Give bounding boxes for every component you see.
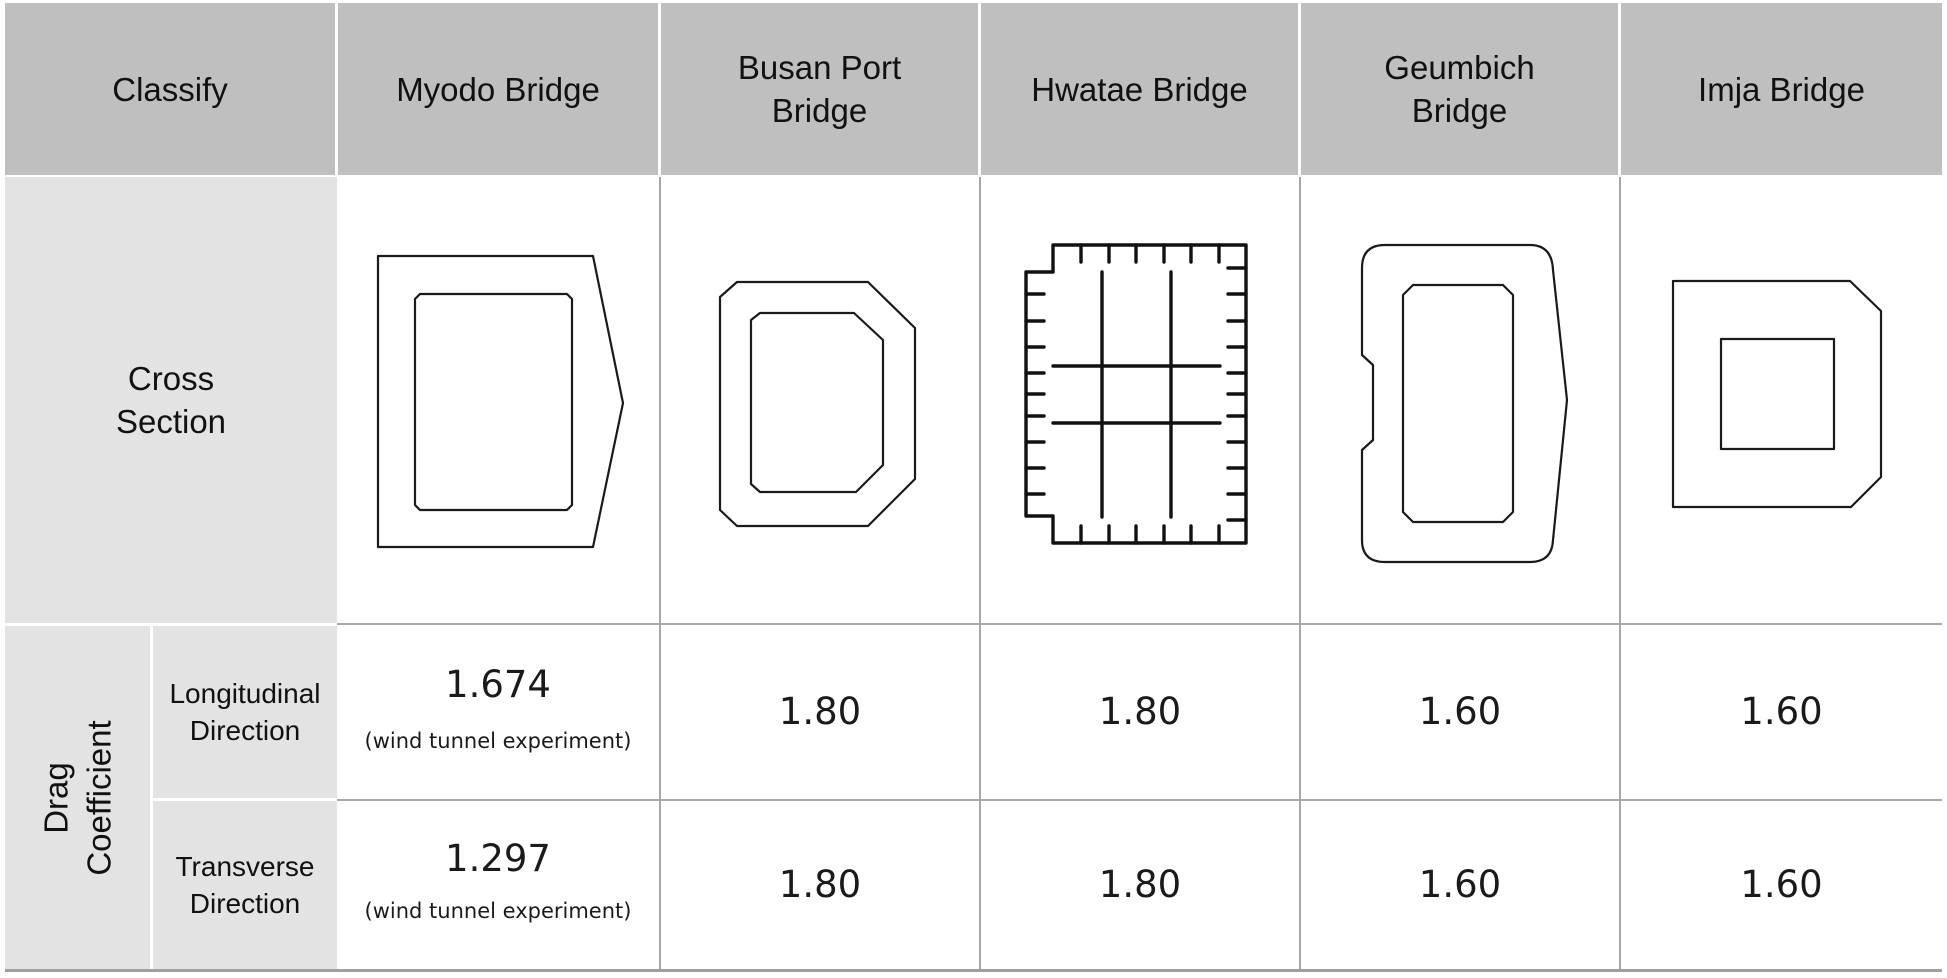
busan-port-cross-section-icon (718, 280, 917, 528)
transverse-geumbich-value: 1.60 (1418, 863, 1502, 906)
transverse-myodo-value: 1.297 (445, 837, 551, 880)
longitudinal-hwatae-cell: 1.80 (981, 625, 1299, 799)
grid-hline-longitudinal-bottom (337, 799, 1942, 801)
transverse-myodo-note: (wind tunnel experiment) (364, 899, 632, 923)
header-myodo-bridge: Myodo Bridge (338, 3, 658, 175)
header-busan-label-line2: Bridge (771, 92, 868, 129)
grid-vline-4 (1619, 177, 1621, 971)
transverse-geumbich-cell: 1.60 (1301, 801, 1619, 969)
label-transverse-direction: Transverse Direction (153, 801, 337, 969)
header-imja-bridge: Imja Bridge (1621, 3, 1942, 175)
label-longitudinal-direction: Longitudinal Direction (153, 626, 337, 798)
header-classify-label: Classify (112, 70, 228, 108)
transverse-myodo-cell: 1.297 (wind tunnel experiment) (337, 801, 659, 969)
header-geumbich-label-line2: Bridge (1411, 92, 1508, 129)
longitudinal-geumbich-value: 1.60 (1418, 690, 1502, 733)
transverse-hwatae-cell: 1.80 (981, 801, 1299, 969)
longitudinal-myodo-note: (wind tunnel experiment) (364, 729, 632, 753)
grid-hline-table-bottom (5, 969, 1942, 972)
transverse-hwatae-value: 1.80 (1098, 863, 1182, 906)
header-busan-label-line1: Busan Port (737, 49, 902, 86)
transverse-imja-cell: 1.60 (1621, 801, 1942, 969)
transverse-imja-value: 1.60 (1740, 863, 1823, 906)
longitudinal-busan-value: 1.80 (778, 690, 862, 733)
label-drag-coefficient: Drag Coefficient (5, 626, 150, 969)
longitudinal-myodo-cell: 1.674 (wind tunnel experiment) (337, 625, 659, 799)
header-hwatae-bridge: Hwatae Bridge (981, 3, 1298, 175)
header-hwatae-label: Hwatae Bridge (1031, 70, 1248, 108)
myodo-cross-section-icon (376, 254, 625, 549)
header-geumbich-label-line1: Geumbich (1384, 49, 1535, 86)
label-cross-section-line2: Section (115, 403, 227, 440)
hwatae-cross-section-icon (1024, 243, 1248, 545)
imja-cross-section-icon (1671, 279, 1883, 509)
header-geumbich-bridge: Geumbich Bridge (1301, 3, 1618, 175)
label-cross-section-line1: Cross (127, 360, 215, 397)
geumbich-cross-section-icon (1360, 243, 1569, 564)
transverse-busan-value: 1.80 (778, 863, 862, 906)
label-transverse-line2: Direction (189, 888, 301, 919)
label-cross-section: Cross Section (5, 177, 337, 623)
transverse-busan-cell: 1.80 (661, 801, 979, 969)
label-longitudinal-line1: Longitudinal (169, 678, 321, 709)
longitudinal-hwatae-value: 1.80 (1098, 690, 1182, 733)
grid-hline-cross-section-bottom (337, 623, 1942, 625)
longitudinal-myodo-value: 1.674 (445, 663, 551, 706)
grid-vline-1 (659, 177, 661, 971)
header-myodo-label: Myodo Bridge (396, 70, 600, 108)
label-longitudinal-line2: Direction (189, 715, 301, 746)
longitudinal-busan-cell: 1.80 (661, 625, 979, 799)
header-classify: Classify (5, 3, 335, 175)
grid-vline-2 (979, 177, 981, 971)
longitudinal-imja-cell: 1.60 (1621, 625, 1942, 799)
grid-vline-3 (1299, 177, 1301, 971)
longitudinal-imja-value: 1.60 (1740, 690, 1823, 733)
label-transverse-line1: Transverse (175, 851, 315, 882)
header-busan-port-bridge: Busan Port Bridge (661, 3, 978, 175)
header-imja-label: Imja Bridge (1698, 70, 1865, 108)
longitudinal-geumbich-cell: 1.60 (1301, 625, 1619, 799)
